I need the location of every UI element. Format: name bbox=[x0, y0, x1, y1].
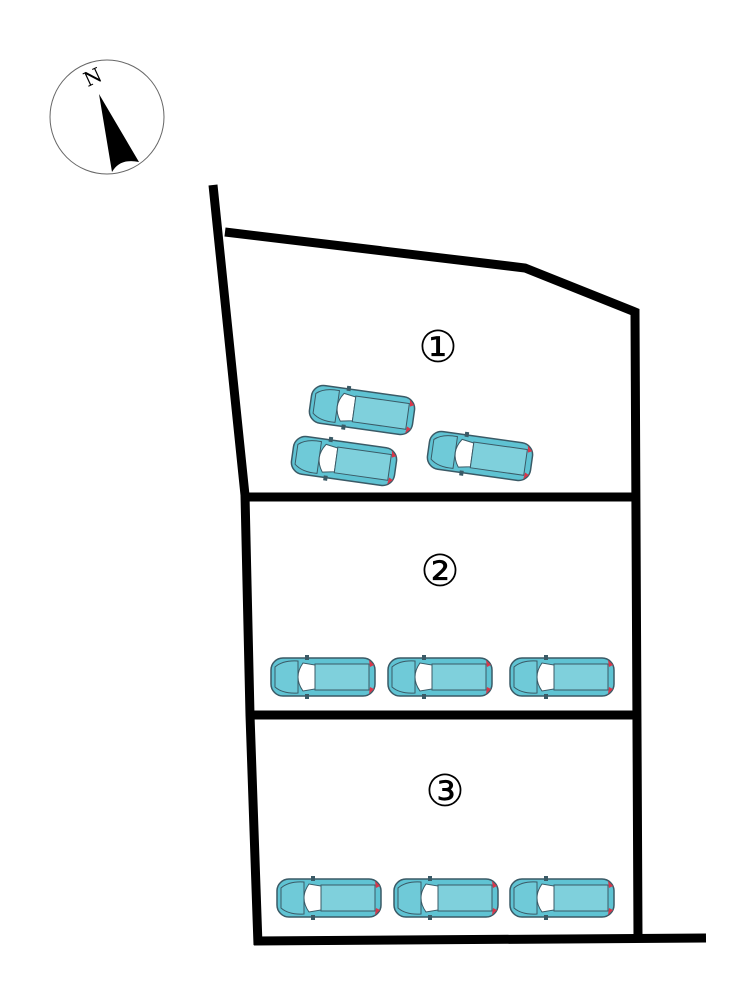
lot-1-label: ① bbox=[418, 322, 457, 373]
boundary-bottom bbox=[253, 933, 707, 946]
boundary-top-right bbox=[224, 227, 643, 939]
boundary-left bbox=[208, 184, 263, 946]
lot-3-label: ③ bbox=[425, 766, 464, 817]
compass-north-label: N bbox=[80, 63, 106, 92]
north-arrow-icon bbox=[99, 94, 139, 172]
lot-2-label: ② bbox=[420, 546, 459, 597]
compass bbox=[49, 59, 165, 175]
lot-boundaries bbox=[208, 184, 707, 946]
